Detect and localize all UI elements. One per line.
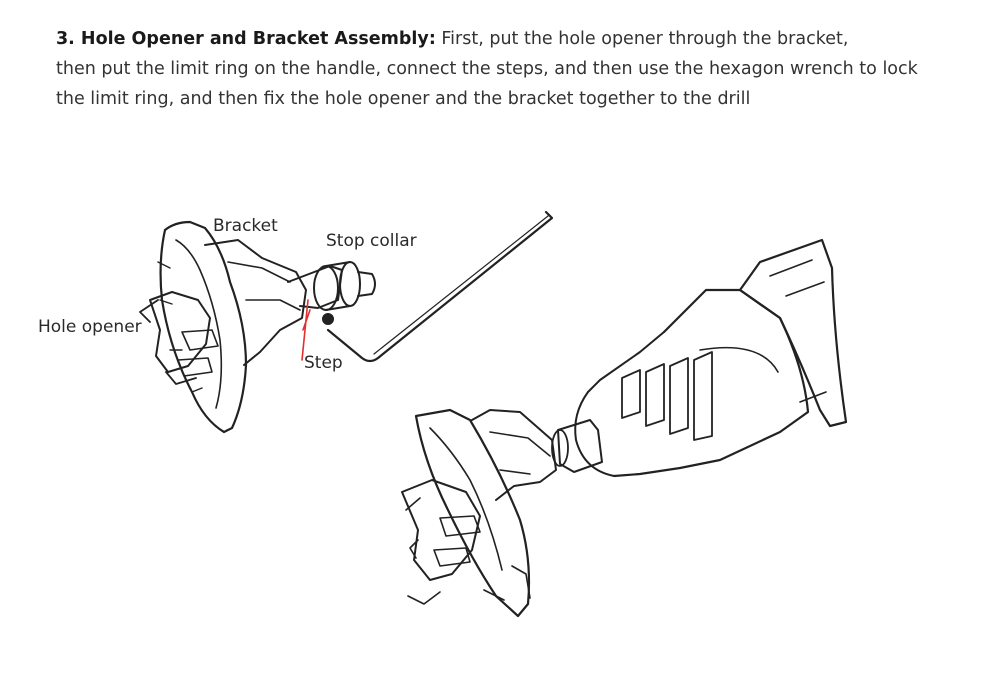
drill-assembly — [401, 238, 848, 618]
instruction-line-1: 3. Hole Opener and Bracket Assembly: Fir… — [56, 24, 956, 54]
label-step: Step — [304, 353, 343, 373]
instruction-line-2: then put the limit ring on the handle, c… — [56, 59, 918, 79]
hex-wrench — [326, 210, 554, 363]
label-hole-opener: Hole opener — [38, 317, 142, 337]
step-heading: 3. Hole Opener and Bracket Assembly: — [56, 29, 436, 49]
label-stop-collar: Stop collar — [326, 231, 417, 251]
hole-opener-bracket-assembly — [139, 220, 376, 434]
instructions-text: 3. Hole Opener and Bracket Assembly: Fir… — [56, 24, 956, 114]
instruction-line-3: the limit ring, and then fix the hole op… — [56, 89, 751, 109]
instruction-line-1-text: First, put the hole opener through the b… — [435, 29, 849, 49]
label-bracket: Bracket — [213, 216, 278, 236]
